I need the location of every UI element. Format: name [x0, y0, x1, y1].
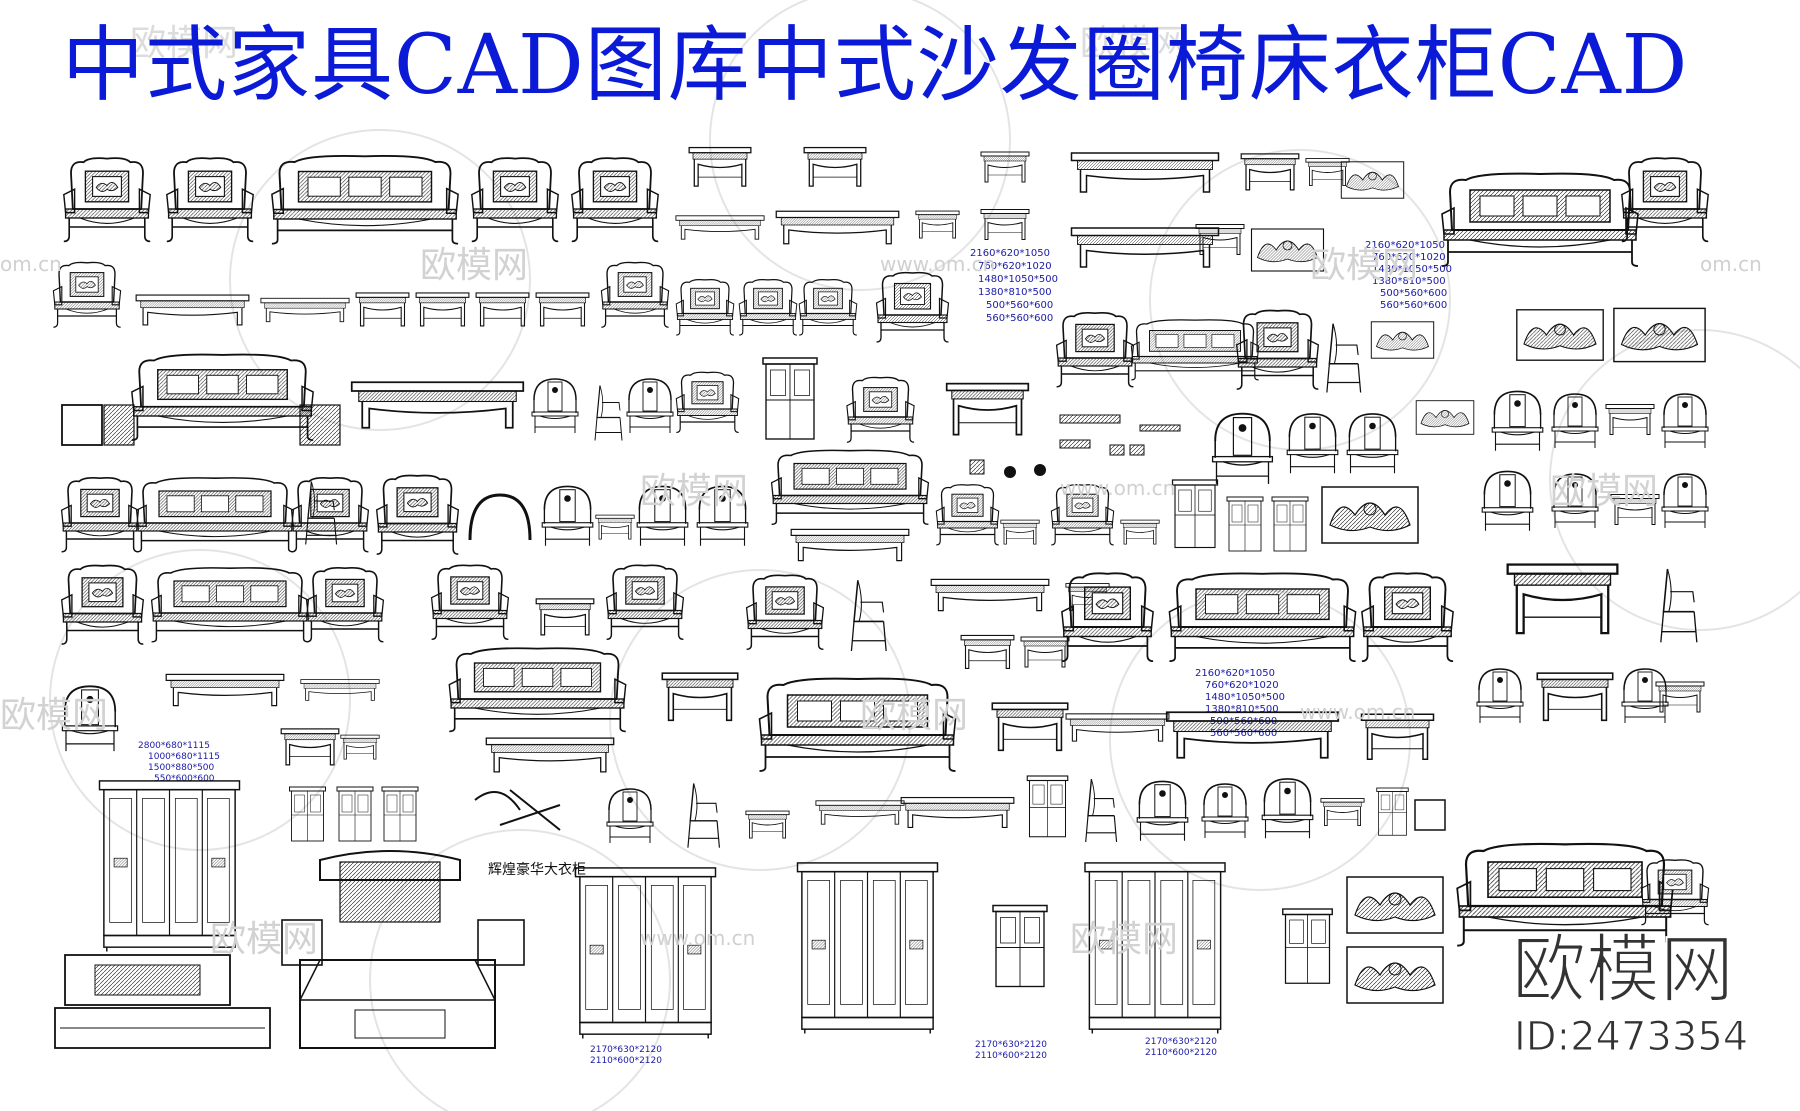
chair-elevations-row4: [745, 574, 1110, 670]
spec-line: 2170*630*2120: [590, 1045, 662, 1055]
watermark-brand: 欧模网: [860, 695, 969, 736]
daybed-set-left: [61, 353, 674, 446]
spec-line: 2160*620*1050: [1365, 240, 1445, 251]
watermark-brand: 欧模网: [210, 919, 319, 960]
spec-line: 2170*630*2120: [975, 1040, 1047, 1050]
watermark-url: www.om.cn: [1300, 700, 1416, 724]
bed: [281, 850, 525, 1049]
chair-elevations-middle: [675, 357, 1030, 444]
spec-line: 500*560*600: [1380, 288, 1447, 299]
side-tables-row1: [52, 261, 670, 329]
watermark-brand: 欧模网: [0, 695, 109, 736]
spec-line: 2110*600*2120: [975, 1051, 1047, 1061]
watermark-url: om.cn: [0, 252, 62, 276]
tables-top-middle: [675, 146, 1030, 245]
spec-line: 2800*680*1115: [138, 741, 210, 751]
tables-row5-left: [61, 685, 380, 766]
wardrobe-and-cabinets-left: [54, 779, 271, 1049]
watermark-url: www.om.cn: [1060, 476, 1176, 500]
spec-line: 500*560*600: [986, 300, 1053, 311]
spec-line: 760*620*1020: [1372, 252, 1446, 263]
brand-logo-text: 欧模网: [1511, 927, 1735, 1013]
spec-line: 1380*810*500: [1205, 704, 1279, 715]
spec-line: 1380*810*500: [1372, 276, 1446, 287]
spec-line: 2110*600*2120: [590, 1056, 662, 1066]
tables-row4-right: [1476, 562, 1705, 724]
watermark-brand: 欧模网: [420, 245, 529, 286]
page-title: 中式家具CAD图库中式沙发圈椅床衣柜CAD: [62, 18, 1689, 113]
watermark-brand: 欧模网: [1080, 23, 1189, 64]
watermark-brand: 欧模网: [1310, 245, 1419, 286]
watermark-brand: 欧模网: [130, 23, 239, 64]
brand-watermark: 欧模网 ID:2473354: [1511, 927, 1792, 1108]
dimension-specs-table: 2800*680*1115 1000*680*1115 1500*880*500…: [138, 741, 220, 784]
spec-line: 1000*680*1115: [148, 752, 220, 762]
watermark-brand: 欧模网: [1550, 471, 1659, 512]
spec-line: 2160*620*1050: [970, 248, 1050, 259]
spec-line: 1480*1050*500: [1372, 264, 1452, 275]
spec-line: 2160*620*1050: [1195, 668, 1275, 679]
wardrobe-elevations: [574, 862, 1334, 1040]
chaise-sofa-set: [1060, 572, 1455, 663]
dimension-specs-right: 2160*620*1050 760*620*1020 1480*1050*500…: [1365, 240, 1452, 311]
wardrobe-dimensions: 2170*630*2120 2110*600*2120 2170*630*212…: [590, 1037, 1217, 1066]
asset-id: ID:2473354: [1513, 1014, 1749, 1061]
spec-line: 2170*630*2120: [1145, 1037, 1217, 1047]
watermark-url: www.om.cn: [880, 252, 996, 276]
spec-line: 560*560*600: [986, 313, 1053, 324]
dimension-specs-left: 2160*620*1050 760*620*1020 1480*1050*500…: [970, 248, 1058, 324]
wardrobe-caption-group: 辉煌豪华大衣柜: [474, 789, 586, 878]
spec-line: 560*560*600: [1210, 728, 1277, 739]
watermark-url: om.cn: [1700, 252, 1762, 276]
spec-line: 550*600*600: [154, 774, 215, 784]
sofa-with-coffee-table: [770, 449, 1160, 562]
chair-set-row4-middle: [430, 564, 739, 773]
details-middle: [969, 414, 1181, 478]
spec-line: 760*620*1020: [978, 261, 1052, 272]
watermark-brand: 欧模网: [1070, 919, 1179, 960]
spec-line: 760*620*1020: [1205, 680, 1279, 691]
spec-line: 2110*600*2120: [1145, 1048, 1217, 1058]
sofa-set-right-middle: [1055, 309, 1362, 394]
wardrobe-caption: 辉煌豪华大衣柜: [488, 862, 586, 878]
throne-sofa-set-row1: [62, 154, 660, 245]
spec-line: 1480*1050*500: [978, 274, 1058, 285]
chairs-row6: [288, 775, 1446, 849]
watermark-url: www.om.cn: [640, 926, 756, 950]
spec-line: 1380*810*500: [978, 287, 1052, 298]
spec-line: 1480*1050*500: [1205, 692, 1285, 703]
spec-line: 1500*880*500: [148, 763, 215, 773]
watermark-brand: 欧模网: [640, 471, 749, 512]
throne-sofa-set-row3: [60, 474, 532, 555]
round-arch: [468, 493, 532, 541]
spec-line: 560*560*600: [1380, 300, 1447, 311]
